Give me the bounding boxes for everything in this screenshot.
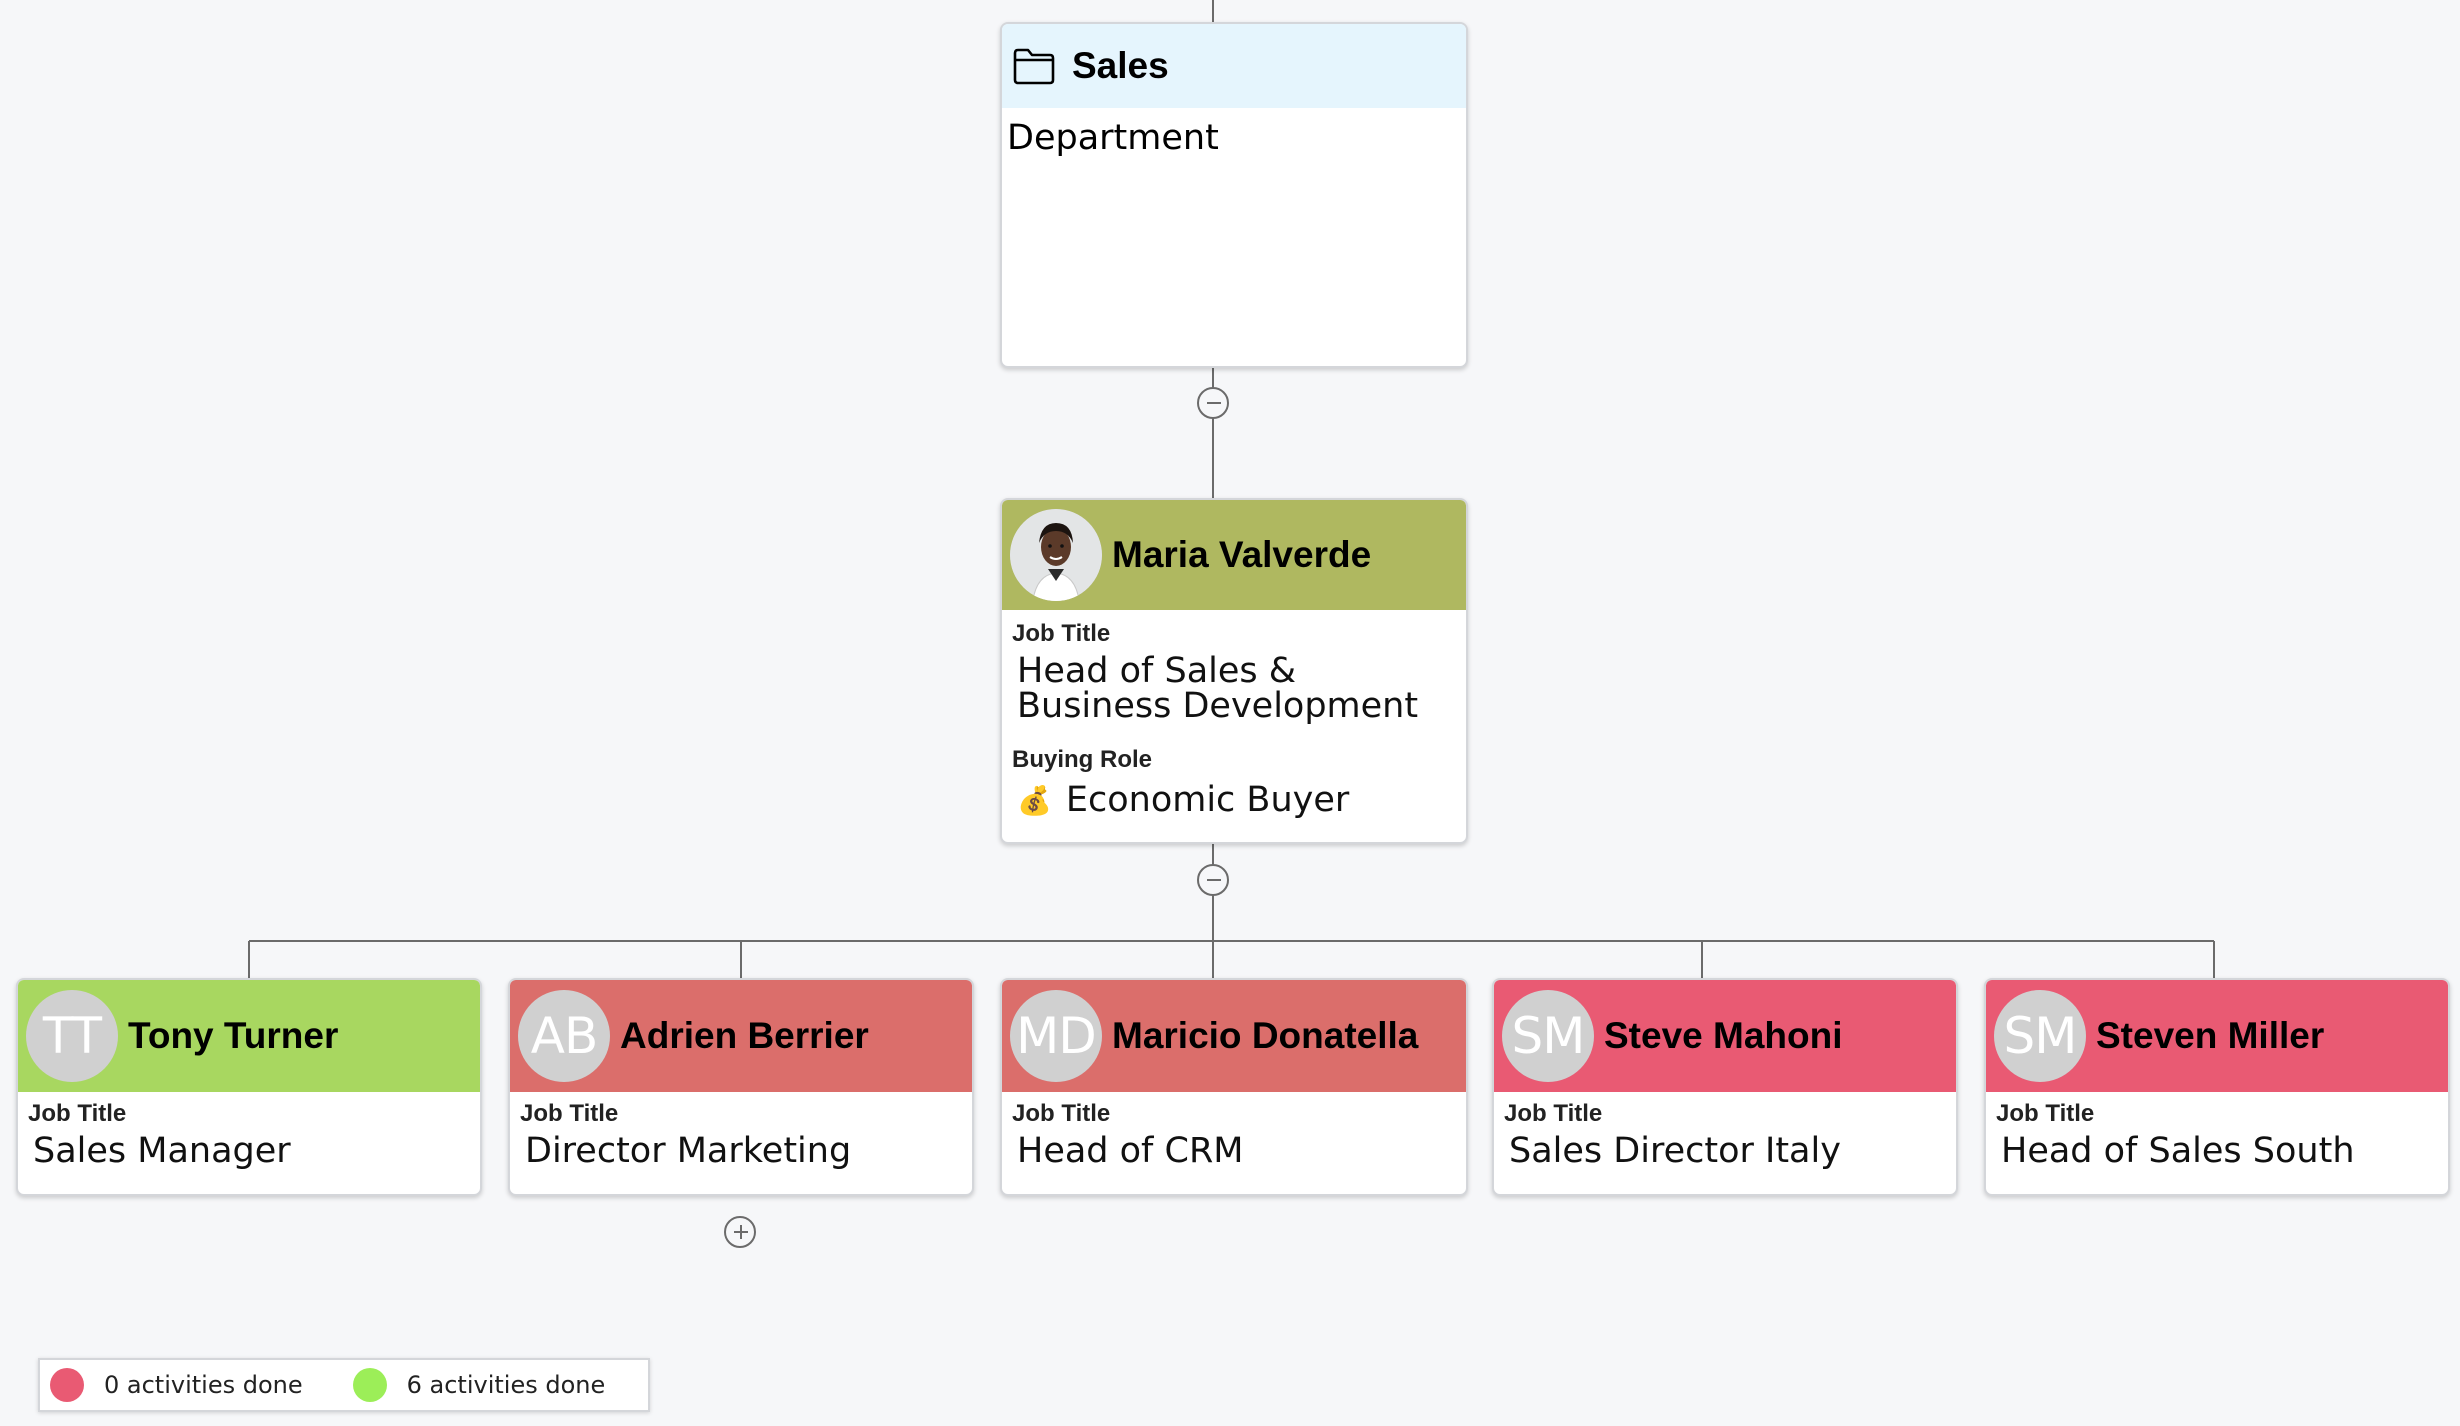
department-card[interactable]: Sales Department xyxy=(1000,22,1468,368)
activity-legend: 0 activities done 6 activities done xyxy=(38,1358,650,1412)
buying-role-label: Buying Role xyxy=(1012,746,1153,773)
job-title-value-line2: Business Development xyxy=(1017,686,1419,726)
plus-icon xyxy=(734,1225,748,1239)
manager-card-header: Maria Valverde xyxy=(1002,500,1466,610)
avatar-initials: SM xyxy=(1994,990,2086,1082)
report-name: Maricio Donatella xyxy=(1112,1015,1419,1056)
job-title-label: Job Title xyxy=(1012,1100,1111,1127)
expand-report-toggle[interactable] xyxy=(724,1216,756,1248)
department-name: Sales xyxy=(1072,45,1169,86)
job-title-value: Director Marketing xyxy=(525,1131,852,1171)
legend-label: 0 activities done xyxy=(104,1371,303,1399)
department-type: Department xyxy=(1007,118,1219,158)
report-card-header: SM Steve Mahoni xyxy=(1494,980,1956,1092)
avatar-initials: TT xyxy=(26,990,118,1082)
job-title-label: Job Title xyxy=(1504,1100,1603,1127)
report-card-header: SM Steven Miller xyxy=(1986,980,2448,1092)
job-title-value-line1: Head of Sales & xyxy=(1017,651,1297,691)
report-card[interactable]: MD Maricio Donatella Job Title Head of C… xyxy=(1000,978,1468,1196)
job-title-value: Sales Manager xyxy=(33,1131,291,1171)
job-title-value: Head of Sales South xyxy=(2001,1131,2355,1171)
report-name: Steven Miller xyxy=(2096,1015,2325,1056)
report-card[interactable]: SM Steven Miller Job Title Head of Sales… xyxy=(1984,978,2450,1196)
report-name: Adrien Berrier xyxy=(620,1015,869,1056)
job-title-label: Job Title xyxy=(520,1100,619,1127)
job-title-label: Job Title xyxy=(1012,620,1111,647)
manager-card[interactable]: Maria Valverde Job Title Head of Sales &… xyxy=(1000,498,1468,844)
job-title-value: Sales Director Italy xyxy=(1509,1131,1841,1171)
report-card[interactable]: SM Steve Mahoni Job Title Sales Director… xyxy=(1492,978,1958,1196)
report-name: Tony Turner xyxy=(128,1015,339,1056)
minus-icon xyxy=(1207,879,1221,881)
report-card-header: MD Maricio Donatella xyxy=(1002,980,1466,1092)
report-name: Steve Mahoni xyxy=(1604,1015,1843,1056)
buying-role-value: Economic Buyer xyxy=(1065,780,1350,820)
report-card-header: TT Tony Turner xyxy=(18,980,480,1092)
manager-name: Maria Valverde xyxy=(1112,534,1372,575)
buying-role-row: 💰 Economic Buyer xyxy=(1017,780,1466,820)
avatar-initials: SM xyxy=(1502,990,1594,1082)
collapse-manager-toggle[interactable] xyxy=(1197,864,1229,896)
avatar-initials: AB xyxy=(518,990,610,1082)
job-title-value: Head of CRM xyxy=(1017,1131,1244,1171)
legend-item: 6 activities done xyxy=(352,1368,606,1402)
report-card[interactable]: AB Adrien Berrier Job Title Director Mar… xyxy=(508,978,974,1196)
minus-icon xyxy=(1207,402,1221,404)
collapse-department-toggle[interactable] xyxy=(1197,387,1229,419)
avatar-photo xyxy=(1010,509,1102,601)
job-title-label: Job Title xyxy=(1996,1100,2095,1127)
legend-item: 0 activities done xyxy=(50,1368,303,1402)
avatar-initials: MD xyxy=(1010,990,1102,1082)
legend-dot-red xyxy=(50,1368,84,1402)
folder-icon xyxy=(1012,47,1056,85)
legend-dot-green xyxy=(352,1368,387,1402)
report-card-header: AB Adrien Berrier xyxy=(510,980,972,1092)
money-bag-icon: 💰 xyxy=(1017,783,1052,817)
job-title-label: Job Title xyxy=(28,1100,127,1127)
report-card[interactable]: TT Tony Turner Job Title Sales Manager xyxy=(16,978,482,1196)
legend-label: 6 activities done xyxy=(406,1371,606,1399)
department-card-header: Sales xyxy=(1002,24,1466,108)
